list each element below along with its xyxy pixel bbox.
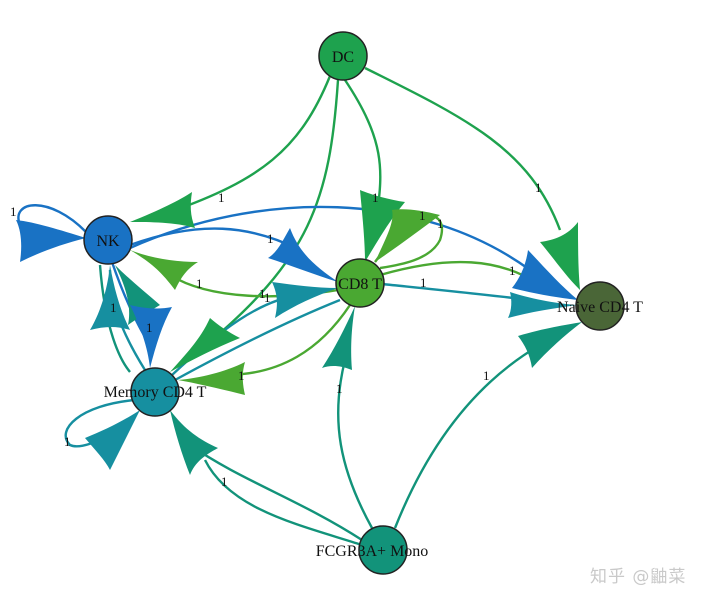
node-label-nk: NK — [96, 233, 120, 250]
edge-label: 1 — [483, 368, 490, 383]
edge-nk-cd8t — [129, 227, 301, 252]
edge-label: 1 — [218, 190, 225, 205]
arrowhead-mono-naive — [518, 322, 582, 368]
edge-mono-memory — [189, 444, 363, 542]
arrowhead-dc-nk — [130, 192, 195, 228]
edge-label: 1 — [336, 381, 343, 396]
arrowhead-memory-nk — [90, 265, 130, 330]
arrowhead-cd8t-nk — [130, 250, 198, 290]
arrowhead-cd8t-memory — [178, 362, 245, 395]
node-memory-cd4t[interactable] — [130, 367, 180, 417]
edge-label: 1 — [264, 290, 271, 305]
edge-mono-cd8t — [336, 359, 374, 529]
node-label-dc: DC — [332, 49, 354, 66]
arrowhead-nk-memory — [130, 305, 172, 368]
edge-label: 1 — [221, 474, 228, 489]
node-label-cd8t: CD8 T — [338, 276, 382, 293]
node-label-naive-cd4t: Naive CD4 T — [557, 299, 643, 316]
edge-label: 1 — [535, 180, 542, 195]
edge-label: 1 — [196, 276, 203, 291]
edge-mono-naive — [393, 343, 541, 529]
edge-label: 1 — [437, 216, 444, 231]
arrowhead-nk-self — [16, 220, 86, 262]
edge-mono-nk — [98, 264, 131, 373]
node-naive-cd4t[interactable] — [575, 281, 625, 331]
edge-label: 1 — [509, 263, 516, 278]
edge-cd8t-naive — [379, 260, 541, 286]
edge-memory-cd8t-2 — [174, 298, 341, 382]
arrowhead-memory-naive — [508, 292, 578, 318]
node-nk[interactable] — [83, 215, 133, 265]
node-label-fcgr3a-mono: FCGR3A+ Mono — [316, 543, 429, 560]
arrowhead-memory-cd8t — [272, 282, 338, 318]
edge-label: 1 — [64, 434, 71, 449]
arrowhead-nk-cd8t — [268, 228, 338, 282]
edge-dc-naive — [364, 66, 562, 231]
node-label-memory-cd4t: Memory CD4 T — [104, 384, 207, 401]
edge-label: 1 — [238, 368, 245, 383]
arrowhead-dc-cd8t — [360, 190, 405, 262]
edge-label: 1 — [372, 190, 379, 205]
edge-label: 1 — [146, 320, 153, 335]
node-cd8t[interactable] — [335, 258, 385, 308]
edge-label: 1 — [10, 204, 17, 219]
edge-label: 1 — [267, 231, 274, 246]
edge-memory-naive — [381, 282, 531, 302]
arrowhead-memory-self — [85, 410, 140, 470]
edge-dc-memory — [199, 79, 340, 351]
node-dc[interactable] — [318, 31, 368, 81]
edge-label: 1 — [259, 286, 266, 301]
edge-cd8t-memory — [224, 304, 351, 377]
edge-label: 1 — [419, 208, 426, 223]
edge-label: 1 — [110, 300, 117, 315]
edge-mono-memory-2 — [203, 459, 363, 547]
arrowhead-dc-memory — [170, 318, 240, 372]
arrowhead-mono-cd8t — [322, 306, 355, 370]
edge-label: 1 — [420, 275, 427, 290]
arrowhead-nk-naive — [512, 250, 578, 300]
arrowhead-dc-naive — [540, 222, 580, 290]
edge-nk-self — [17, 204, 87, 233]
node-fcgr3a-mono[interactable] — [358, 525, 408, 575]
watermark: 知乎 @鼬菜 — [590, 567, 687, 587]
arrowhead-mono-memory — [170, 410, 218, 475]
edge-dc-nk — [169, 75, 332, 214]
arrowhead-cd8t-self — [375, 209, 440, 262]
edge-nk-naive — [129, 205, 531, 271]
